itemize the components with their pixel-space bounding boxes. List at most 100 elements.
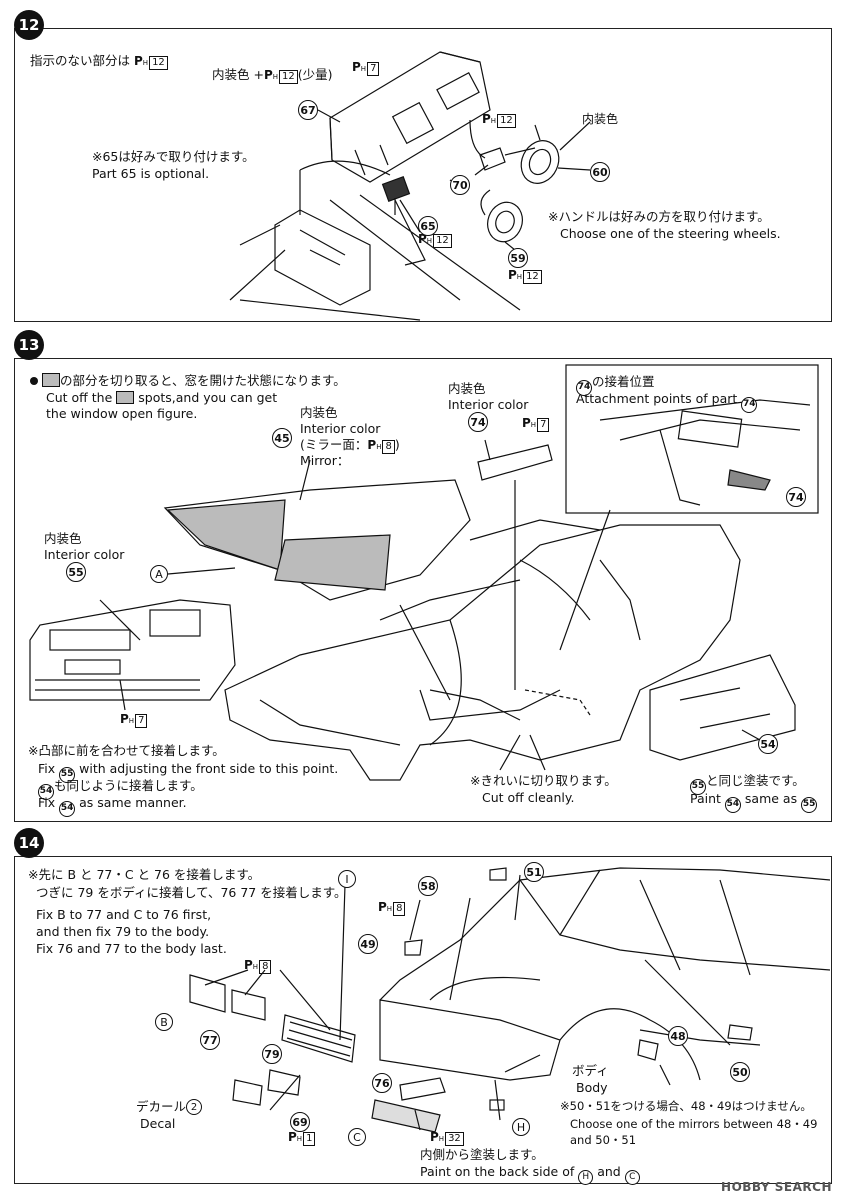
part-58: 58 (418, 876, 438, 896)
step-14-number: 14 (14, 828, 44, 858)
optional-note-jp: ※65は好みで取り付けます。 (92, 149, 255, 164)
body-en: Body (576, 1080, 608, 1095)
paint-same-en: Paint 54 same as 55 (690, 790, 818, 813)
fix-note-jp: ※凸部に前を合わせて接着します。 (28, 743, 225, 758)
interior-color-en-55: Interior color (44, 547, 125, 562)
part-74-ref: 74 (576, 379, 592, 396)
window-cut-note-en1: Cut off the spots,and you can get (46, 390, 278, 405)
mirror-en: Mirror： (300, 453, 350, 468)
part-54-ref: 54 (38, 783, 54, 800)
step-14-note-en3: Fix 76 and 77 to the body last. (36, 941, 227, 956)
part-letter-c: C (348, 1128, 366, 1146)
decal-jp: デカール (136, 1099, 187, 1114)
part-letter-b: B (155, 1013, 173, 1031)
step-13-body-illustration (29, 364, 819, 781)
step-14-note-jp1: ※先に B と 77・C と 76 を接着します。 (28, 867, 261, 882)
window-cut-note: の部分を切り取ると、窓を開けた状態になります。 (30, 372, 346, 389)
part-77: 77 (200, 1030, 220, 1050)
interior-color-en-74: Interior color (448, 397, 529, 412)
part-letter-i: I (338, 870, 356, 888)
cut-clean-jp: ※きれいに切り取ります。 (470, 773, 617, 788)
part-60: 60 (590, 162, 610, 182)
mirror-note-en1: Choose one of the mirrors between 48・49 (570, 1117, 818, 1131)
step-12-number: 12 (14, 10, 44, 40)
decal-en: Decal (140, 1116, 176, 1131)
window-cut-note-en2: the window open figure. (46, 406, 198, 421)
part-69: 69 (290, 1112, 310, 1132)
cut-area-swatch (42, 373, 60, 387)
part-51: 51 (524, 862, 544, 882)
attach-point-en: Attachment points of part 74 (576, 390, 758, 413)
part-74-inset: 74 (786, 487, 806, 507)
part-54-ref: 54 (724, 796, 741, 813)
interior-color-jp-55: 内装色 (44, 531, 82, 546)
part-65: 65 (418, 216, 438, 236)
part-55-ref: 55 (59, 766, 76, 783)
part-45: 45 (272, 428, 292, 448)
optional-note-en: Part 65 is optional. (92, 166, 210, 181)
part-55: 55 (66, 562, 86, 582)
interior-color-label: 内装色 (582, 112, 619, 126)
part-49: 49 (358, 934, 378, 954)
mirror-note-jp: ※50・51をつける場合、48・49はつけません。 (560, 1099, 812, 1113)
watermark: HOBBY SEARCH (721, 1180, 832, 1194)
steering-note-en: Choose one of the steering wheels. (560, 226, 781, 241)
part-70: 70 (450, 175, 470, 195)
step-12-panel (14, 28, 832, 322)
part-54-ref: 54 (59, 800, 76, 817)
backside-en: Paint on the back side of H and C (420, 1163, 640, 1185)
part-55-ref: 55 (690, 778, 706, 795)
part-letter-h: H (512, 1118, 530, 1136)
part-48: 48 (668, 1026, 688, 1046)
part-letter-a: A (150, 565, 168, 583)
part-79: 79 (262, 1044, 282, 1064)
part-76: 76 (372, 1073, 392, 1093)
body-jp: ボディ (572, 1063, 609, 1078)
part-74: 74 (468, 412, 488, 432)
part-74-ref: 74 (741, 396, 758, 413)
step-14-note-jp2: つぎに 79 をボディに接着して、76 77 を接着します。 (36, 885, 347, 900)
part-50: 50 (730, 1062, 750, 1082)
part-67: 67 (298, 100, 318, 120)
cut-clean-en: Cut off cleanly. (482, 790, 575, 805)
cut-area-swatch (116, 391, 135, 404)
interior-color-en-45: Interior color (300, 421, 381, 436)
part-55-ref: 55 (801, 796, 818, 813)
interior-color-jp-74: 内装色 (448, 381, 486, 396)
part-letter-h-ref: H (578, 1170, 594, 1185)
step-12-dashboard-illustration (229, 51, 591, 321)
part-letter-c-ref: C (624, 1170, 640, 1185)
decal-number: 2 (186, 1099, 202, 1115)
steering-note-jp: ※ハンドルは好みの方を取り付けます。 (548, 209, 770, 224)
backside-jp: 内側から塗装します。 (420, 1147, 544, 1162)
step-14-note-en1: Fix B to 77 and C to 76 first, (36, 907, 212, 922)
mirror-note-en2: and 50・51 (570, 1133, 637, 1147)
part-54: 54 (758, 734, 778, 754)
fix-note-en2: Fix 54 as same manner. (38, 794, 187, 817)
fix-note-en1: Fix 55 with adjusting the front side to … (38, 760, 338, 783)
bullet-icon (30, 377, 38, 385)
part-59: 59 (508, 248, 528, 268)
step-14-note-en2: and then fix 79 to the body. (36, 924, 210, 939)
step-13-number: 13 (14, 330, 44, 360)
